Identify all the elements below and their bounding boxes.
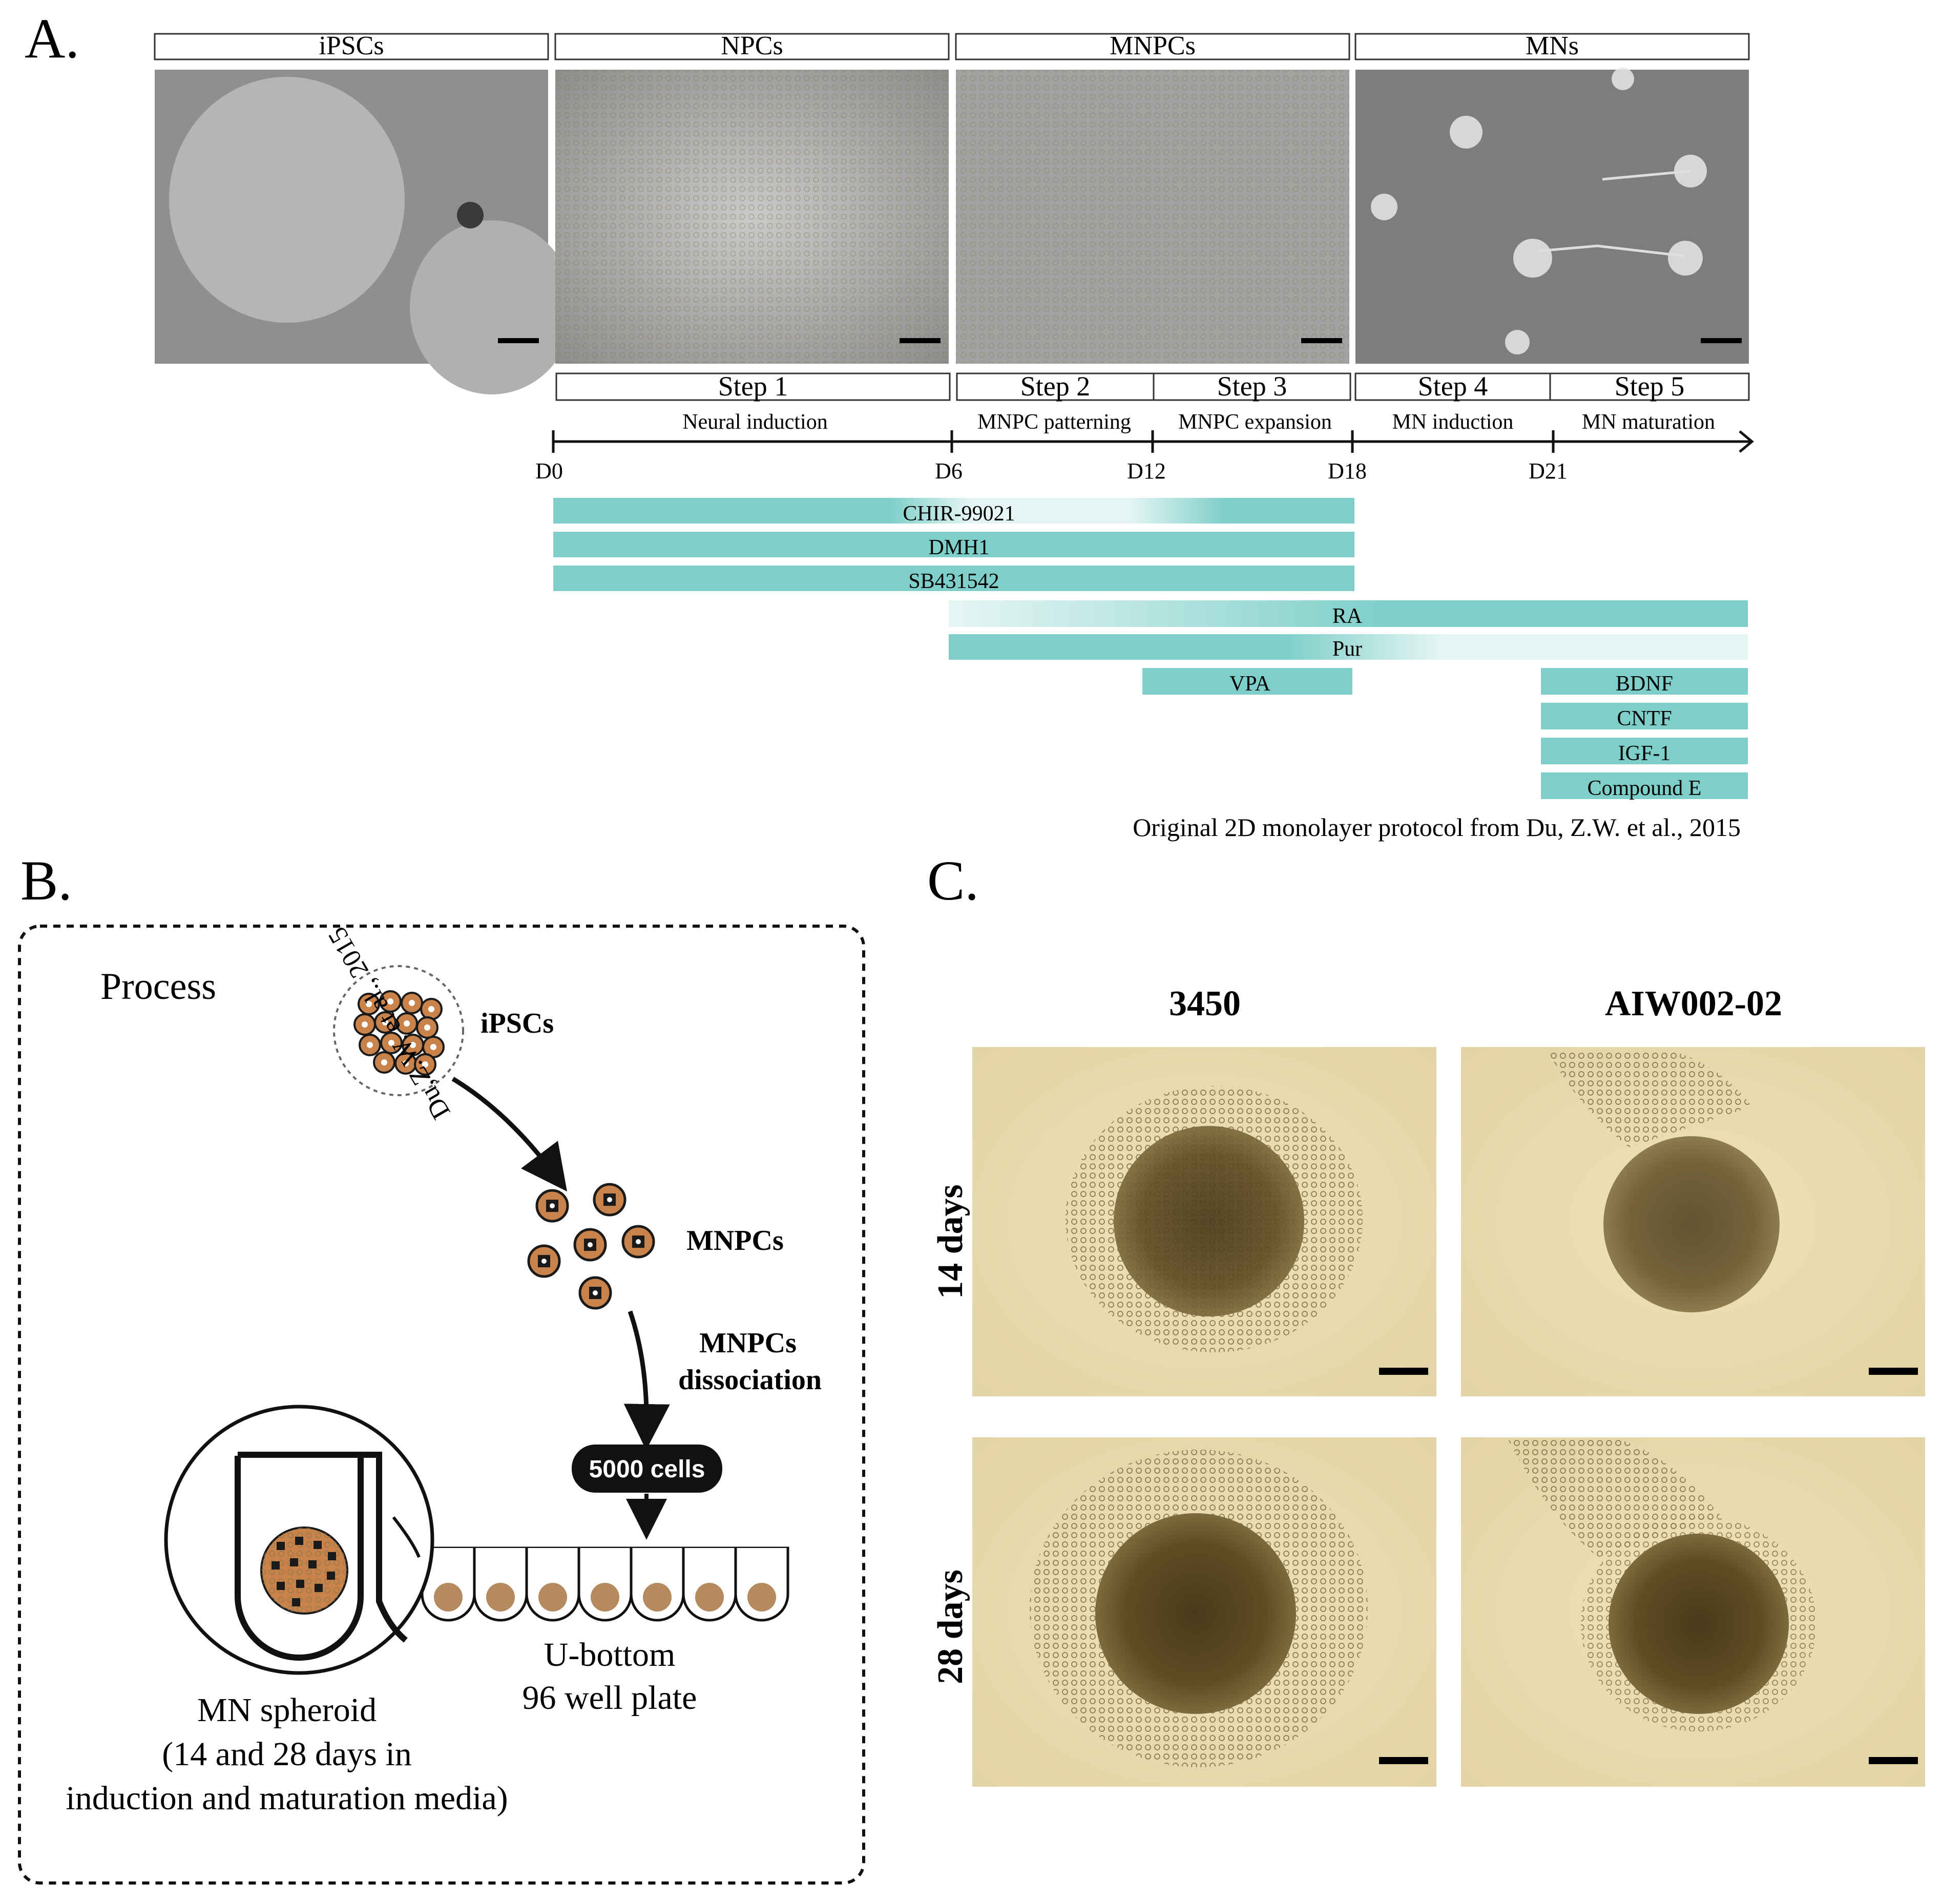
step-3-label: Step 3 [1217,371,1287,402]
spheroid-label-line2: (14 and 28 days in [162,1735,412,1773]
dissociation-line2: dissociation [678,1364,822,1396]
bar-ra-label: RA [1332,604,1363,628]
plate-label-line1: U-bottom [544,1636,676,1673]
cells-badge-label: 5000 cells [589,1456,705,1483]
panel-b-letter: B. [20,849,72,912]
ipsc-colony-icon [333,965,464,1096]
spheroid-image-aiw-14d [1461,1047,1925,1396]
bar-pur-label: Pur [1332,637,1362,661]
micrograph-npcs [555,70,949,364]
well-plate-icon [419,1546,789,1622]
micrograph-ipscs [155,70,574,394]
stage-label-npcs: NPCs [721,31,783,60]
row-label-28-days: 28 days [931,1570,970,1684]
ipsc-label: iPSCs [481,1008,554,1039]
step-5-label: Step 5 [1615,371,1685,402]
bar-compound-e [1541,772,1748,799]
stage-label-mns: MNs [1526,31,1579,60]
spheroid-image-aiw-28d [1461,1437,1925,1787]
spheroid-image-3450-28d [972,1437,1436,1787]
day-d6: D6 [935,458,963,484]
column-label-3450: 3450 [1169,984,1241,1023]
cells-badge [572,1445,722,1493]
mnpc-cells-icon [527,1183,655,1310]
plate-label-line2: 96 well plate [523,1679,697,1717]
stage-headers: iPSCs NPCs MNPCs MNs [154,31,1750,60]
spheroid-image-3450-14d [972,1047,1436,1396]
column-label-aiw002-02: AIW002-02 [1605,984,1782,1023]
step-1-label: Step 1 [718,371,788,402]
panel-c-letter: C. [927,849,979,912]
panel-c: C. 3450 AIW002-02 14 days 28 days [927,849,1925,1787]
dissociation-line1: MNPCs [699,1327,797,1359]
bar-chir-label: CHIR-99021 [903,502,1015,526]
stage-label-ipscs: iPSCs [319,31,384,60]
compound-bars: CHIR-99021 DMH1 SB431542 RA Pur VPA BDNF… [553,498,1748,800]
panel-a: A. iPSCs NPCs MNPCs MNs [25,7,1754,842]
arrow-ipsc-to-mnpc [451,1077,568,1191]
day-d12: D12 [1127,458,1166,484]
bar-vpa-label: VPA [1229,672,1271,696]
bar-dmh1 [553,532,1354,557]
row-label-14-days: 14 days [931,1184,970,1299]
bar-cntf-label: CNTF [1617,707,1672,730]
stage-label-mnpcs: MNPCs [1110,31,1196,60]
bar-cntf [1541,703,1748,729]
spheroid-label-line1: MN spheroid [197,1691,377,1729]
step-4-label: Step 4 [1418,371,1488,402]
step-1-desc: Neural induction [682,410,827,434]
bar-bdnf-label: BDNF [1616,672,1673,696]
bar-compound-e-label: Compound E [1588,777,1702,800]
bar-chir [553,498,1354,524]
panel-b: B. Process iPSCs Du,Z.W. et al., 2015 [18,849,865,1885]
arrow-dissociation [623,1310,670,1450]
mnpc-label: MNPCs [686,1225,784,1257]
bar-vpa [1142,668,1352,695]
day-d21: D21 [1529,458,1568,484]
micrograph-mnpcs [956,70,1349,364]
bar-igf1 [1541,738,1748,764]
process-title: Process [100,966,216,1008]
step-2-label: Step 2 [1020,371,1091,402]
magnified-well-icon [164,1405,434,1675]
bar-ra [949,600,1748,627]
step-3-desc: MNPC expansion [1178,410,1332,434]
panel-a-letter: A. [25,7,79,70]
spheroid-label-line3: induction and maturation media) [66,1780,508,1817]
step-boxes: Step 1 Step 2 Step 3 Step 4 Step 5 Neura… [555,371,1750,434]
source-note: Original 2D monolayer protocol from Du, … [1133,813,1741,842]
bar-sb431542-label: SB431542 [908,570,999,593]
step-5-desc: MN maturation [1582,410,1715,434]
micrograph-mns [1355,68,1749,364]
step-4-desc: MN induction [1392,410,1514,434]
day-d0: D0 [535,458,563,484]
bar-sb431542 [553,566,1354,591]
bar-pur [949,634,1748,660]
timeline: D0 D6 D12 D18 D21 [535,430,1754,484]
step-2-desc: MNPC patterning [977,410,1131,434]
process-box [18,925,865,1885]
bar-igf1-label: IGF-1 [1618,742,1671,765]
bar-dmh1-label: DMH1 [928,536,989,559]
bar-bdnf [1541,668,1748,695]
day-d18: D18 [1328,458,1367,484]
